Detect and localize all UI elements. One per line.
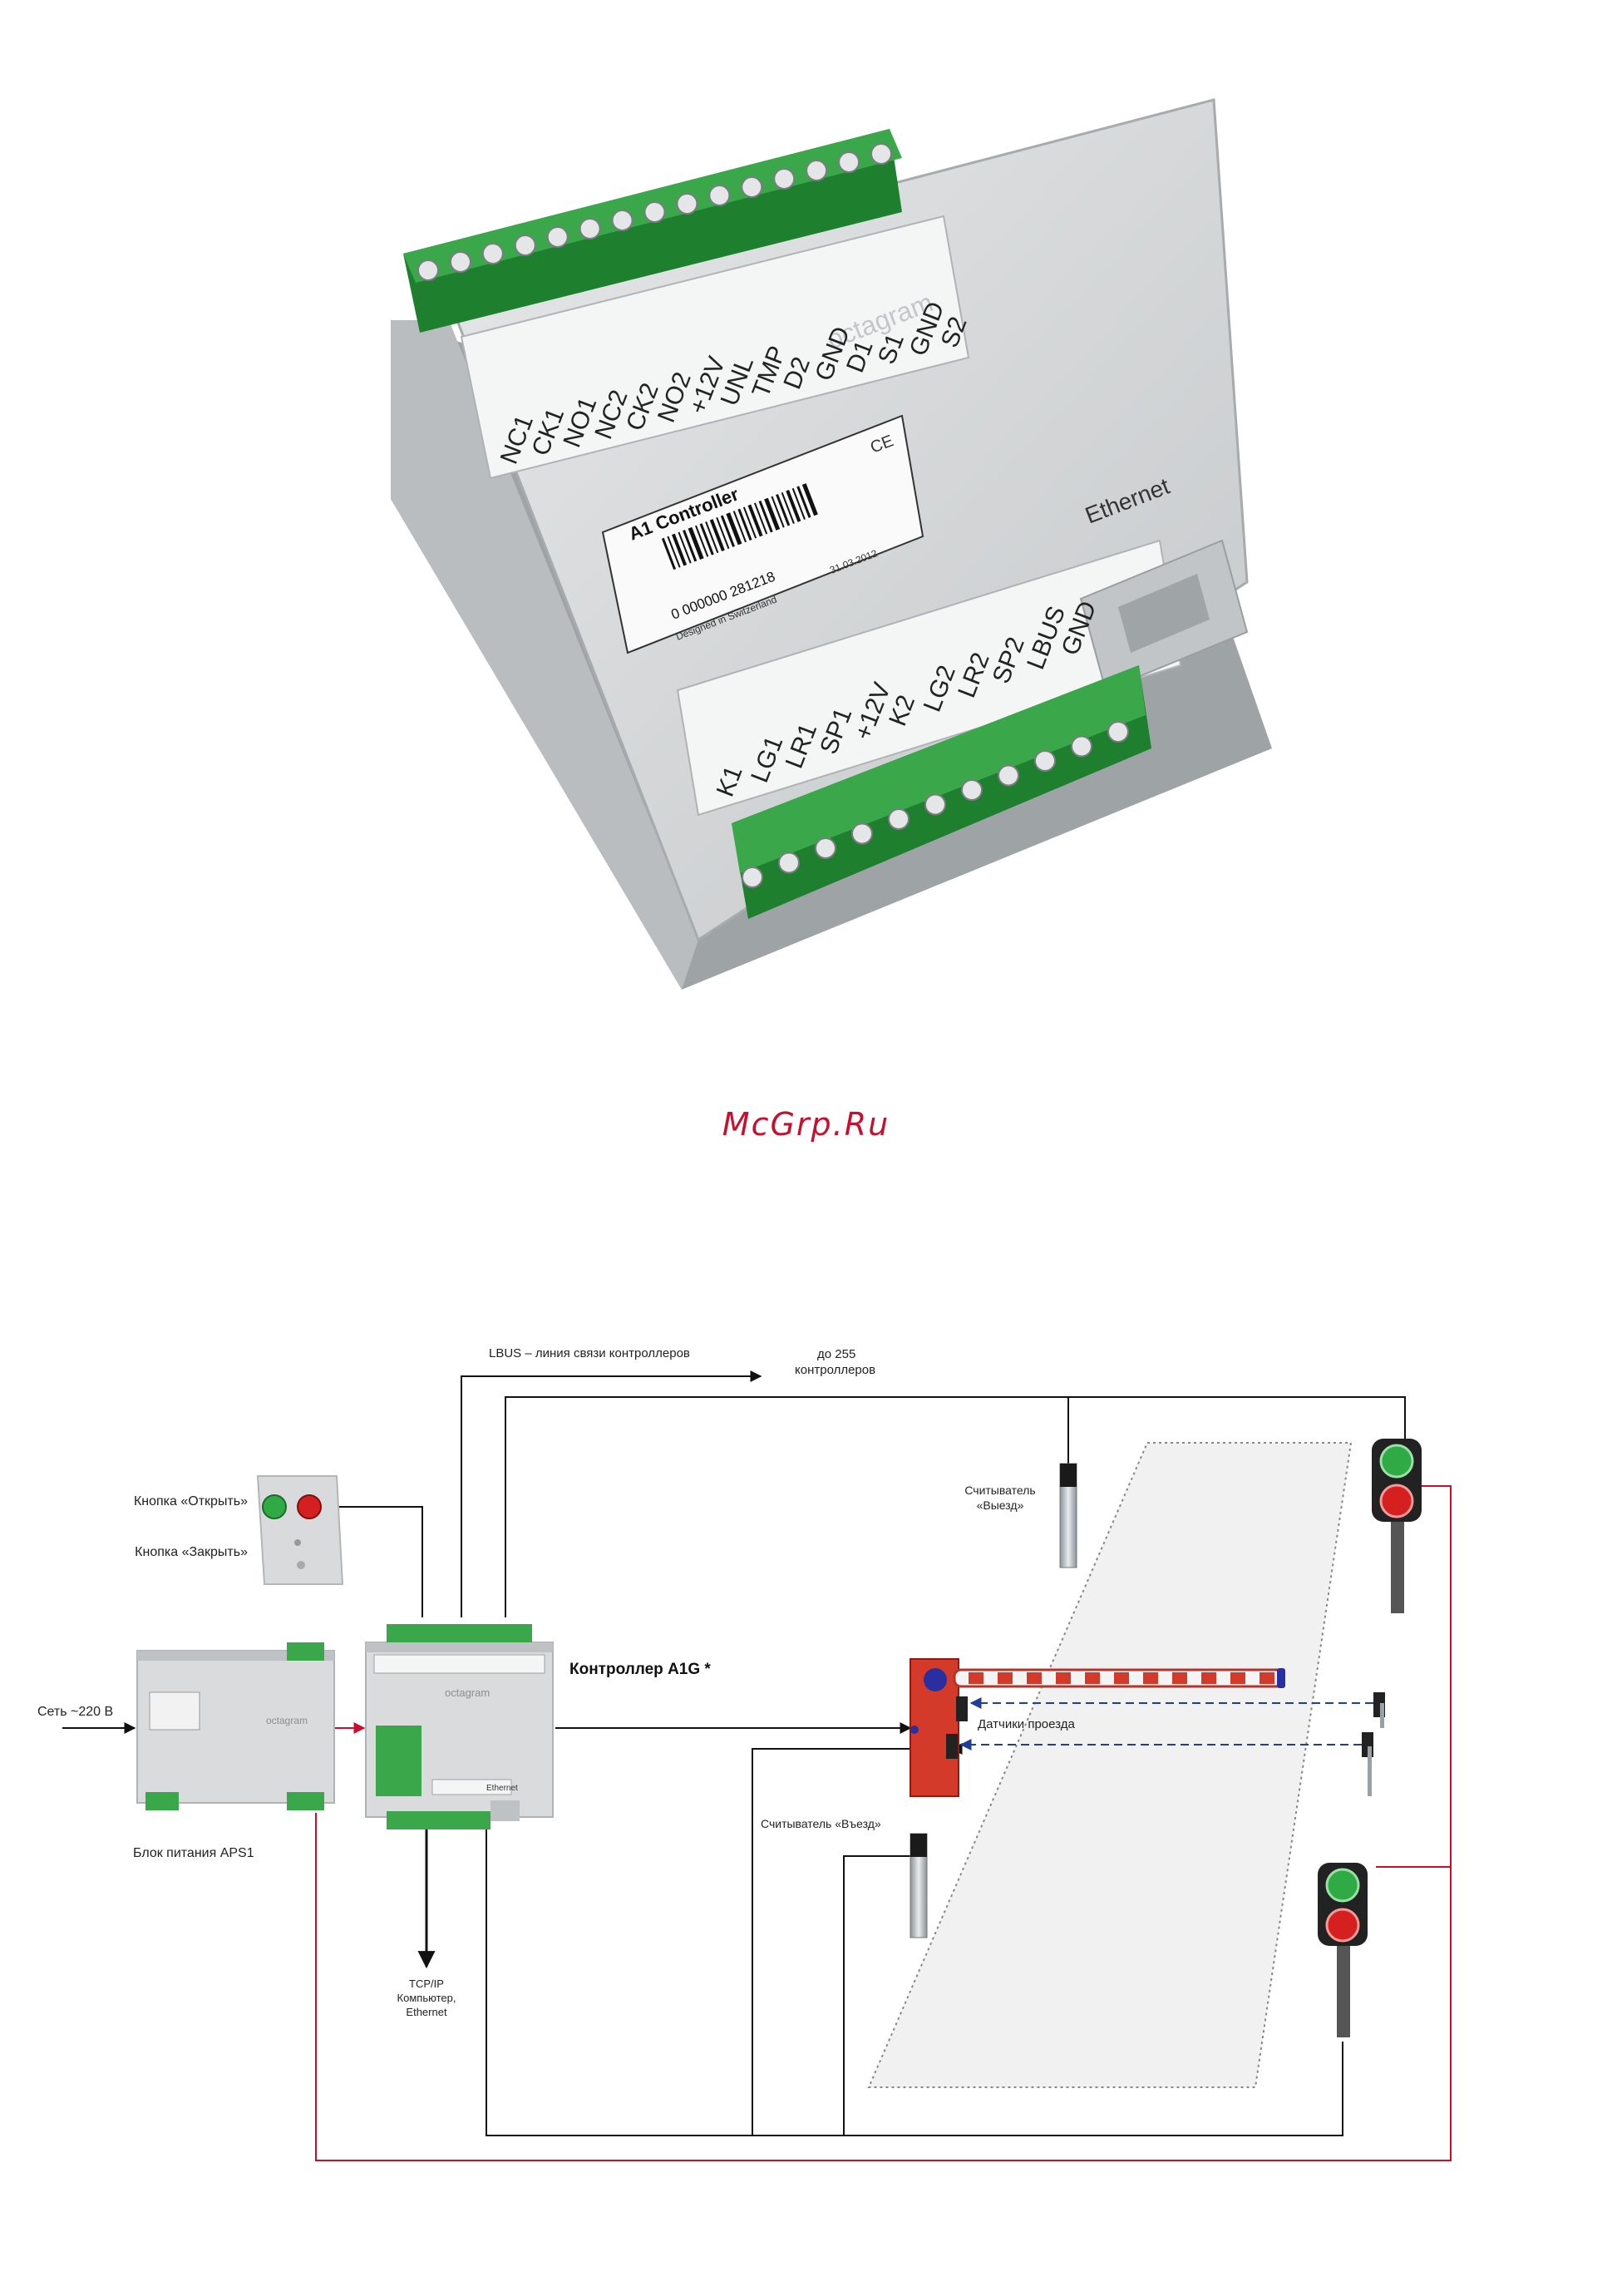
- terminal-screw-icon: [417, 259, 439, 281]
- tcpip-label-1: TCP/IP: [409, 1978, 444, 1990]
- terminal-screw-icon: [924, 793, 946, 816]
- terminal-screw-icon: [888, 808, 910, 830]
- wire-barrier-loop: [752, 1743, 963, 2136]
- controller-photo: A1 Controller 0 000000 281218 Designed i…: [391, 98, 1272, 990]
- terminal-screw-icon: [676, 193, 698, 215]
- bottom-terminal-block: [732, 665, 1151, 919]
- photo-sensor-icon: [946, 1692, 1385, 1796]
- tcpip-label-3: Ethernet: [406, 2006, 447, 2018]
- terminal-screw-icon: [778, 852, 800, 874]
- card-reader-icon: [910, 1833, 928, 1938]
- button-box-icon: [256, 1475, 344, 1585]
- terminal-screw-icon: [806, 160, 828, 181]
- wire-top: [505, 1396, 1406, 1617]
- reader-exit-label-2: «Выезд»: [977, 1499, 1024, 1512]
- terminal-screw-icon: [481, 243, 504, 264]
- terminal-screw-icon: [870, 143, 892, 165]
- button-open-label: Кнопка «Открыть»: [134, 1494, 248, 1508]
- terminal-screw-icon: [514, 235, 536, 256]
- wire-buttons: [333, 1506, 423, 1617]
- terminal-screw-icon: [1071, 735, 1092, 758]
- reader-entry-label: Считыватель «Въезд»: [761, 1817, 881, 1830]
- psu-label: Блок питания APS1: [133, 1846, 254, 1860]
- terminal-screw-icon: [742, 867, 763, 888]
- upto-label-2: контроллеров: [795, 1363, 875, 1377]
- wire-entry-reader: [843, 1855, 910, 2136]
- power-supply-icon: [136, 1642, 335, 1810]
- wire-bottom-bus: [486, 1811, 1343, 2136]
- traffic-light-icon: [1372, 1439, 1422, 1613]
- terminal-screw-icon: [815, 837, 836, 859]
- terminal-screw-icon: [998, 764, 1019, 787]
- sensors-label: Датчики проезда: [978, 1717, 1075, 1731]
- controller-ethernet: Ethernet: [486, 1784, 518, 1793]
- mains-label: Сеть ~220 В: [37, 1705, 113, 1719]
- button-close-label: Кнопка «Закрыть»: [135, 1545, 248, 1559]
- ethernet-port-icon: [1079, 539, 1249, 692]
- terminal-screw-icon: [546, 226, 569, 248]
- barrier-icon: [910, 1658, 1285, 1797]
- card-reader-icon: [1059, 1463, 1077, 1568]
- terminal-screw-icon: [851, 822, 873, 845]
- terminal-screw-icon: [1034, 750, 1056, 772]
- access-diagram: LBUS – линия связи контроллеров до 255 к…: [37, 1346, 1452, 2161]
- top-label-strip: [460, 215, 970, 480]
- driving-lane: [867, 1442, 1353, 2088]
- terminal-screw-icon: [773, 168, 796, 190]
- reader-exit-label-1: Считыватель: [964, 1484, 1035, 1497]
- controller-brand: octagram: [445, 1686, 490, 1699]
- traffic-light-icon: [1318, 1863, 1368, 2037]
- bottom-label-strip: [676, 539, 1182, 817]
- power-top-light: [1417, 1485, 1452, 1867]
- lbus-line: [461, 1370, 762, 1617]
- tcpip-label-2: Компьютер,: [397, 1992, 456, 2004]
- psu-brand: octagram: [266, 1715, 308, 1726]
- terminal-screw-icon: [1107, 721, 1129, 743]
- controller-label: Контроллер A1G *: [569, 1661, 711, 1678]
- terminal-screw-icon: [741, 176, 763, 198]
- terminal-screw-icon: [961, 779, 983, 801]
- upto-label-1: до 255: [817, 1347, 855, 1361]
- power-loop: [315, 1813, 1452, 2161]
- terminal-screw-icon: [708, 185, 731, 206]
- terminal-screw-icon: [579, 218, 601, 239]
- watermark: McGrp.Ru: [722, 1106, 890, 1143]
- controller-icon: [365, 1624, 554, 1829]
- lbus-label: LBUS – линия связи контроллеров: [489, 1346, 690, 1360]
- terminal-screw-icon: [643, 201, 666, 223]
- terminal-screw-icon: [449, 251, 471, 273]
- terminal-screw-icon: [838, 151, 860, 173]
- terminal-screw-icon: [611, 210, 633, 231]
